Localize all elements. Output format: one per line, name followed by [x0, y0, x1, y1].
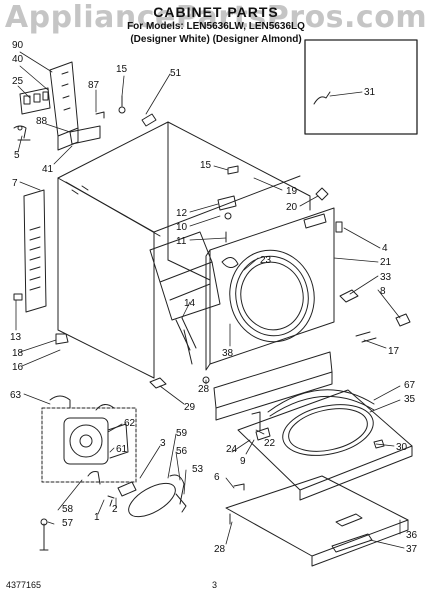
callout-21: 21 [380, 257, 392, 268]
callout-59: 59 [176, 428, 188, 439]
callout-15-mid: 15 [200, 160, 212, 171]
callout-4: 4 [382, 243, 388, 254]
callout-2: 2 [112, 504, 118, 515]
callout-16: 16 [12, 362, 24, 373]
top-cover [237, 389, 413, 501]
console-base [225, 475, 409, 567]
callout-30: 30 [396, 442, 408, 453]
callout-36: 36 [406, 530, 418, 541]
leader-lines [15, 51, 405, 549]
callout-19: 19 [286, 186, 298, 197]
model-line: For Models: LEN5636LW, LEN5636LQ [127, 21, 305, 32]
part-37-strip [331, 533, 373, 553]
callout-13: 13 [10, 332, 22, 343]
kick-panel-edge [215, 371, 333, 421]
callout-9: 9 [240, 456, 246, 467]
callout-1: 1 [94, 512, 100, 523]
front-panel [205, 207, 335, 371]
callout-67: 67 [404, 380, 416, 391]
callout-22: 22 [264, 438, 276, 449]
color-line: (Designer White) (Designer Almond) [130, 34, 302, 45]
callout-57: 57 [62, 518, 74, 529]
left-side-panel [23, 189, 47, 313]
callout-90: 90 [12, 40, 24, 51]
document-part-number: 4377165 [6, 580, 42, 590]
drive-belt-parts [39, 471, 187, 551]
callout-58: 58 [62, 504, 74, 515]
diagram-title: CABINET PARTS [153, 4, 279, 20]
callout-41: 41 [42, 164, 54, 175]
callout-20: 20 [286, 202, 298, 213]
page-number: 3 [212, 580, 218, 590]
callout-28-mid: 28 [198, 384, 210, 395]
callout-23: 23 [260, 255, 272, 266]
top-left-bracket-assembly [13, 61, 101, 151]
callout-33: 33 [380, 272, 392, 283]
callout-12: 12 [176, 208, 188, 219]
callout-10: 10 [176, 222, 188, 233]
callout-38: 38 [222, 348, 234, 359]
callout-15-top: 15 [116, 64, 128, 75]
callout-62: 62 [124, 418, 136, 429]
callout-31: 31 [364, 87, 376, 98]
callout-5: 5 [14, 150, 20, 161]
motor-inset-box [41, 407, 137, 483]
callout-29: 29 [184, 402, 196, 413]
callout-63: 63 [10, 390, 22, 401]
callout-51: 51 [170, 68, 182, 79]
callout-labels: 90 40 25 88 5 41 7 15 87 51 31 15 19 20 … [10, 40, 418, 555]
watermark-text: AppliancePartsPros.com [4, 0, 428, 35]
fasteners [13, 95, 411, 525]
callout-88: 88 [36, 116, 48, 127]
inset-box-31 [304, 39, 418, 135]
callout-8: 8 [380, 286, 386, 297]
callout-35: 35 [404, 394, 416, 405]
main-cabinet [57, 121, 311, 379]
callout-37: 37 [406, 544, 418, 555]
part-31-clip [313, 91, 331, 105]
callout-17: 17 [388, 346, 400, 357]
motor-assembly [49, 395, 129, 465]
callout-28-bottom: 28 [214, 544, 226, 555]
callout-7: 7 [12, 178, 18, 189]
callout-56: 56 [176, 446, 188, 457]
callout-25: 25 [12, 76, 24, 87]
callout-6: 6 [214, 472, 220, 483]
callout-24: 24 [226, 444, 238, 455]
callout-87: 87 [88, 80, 100, 91]
callout-18: 18 [12, 348, 24, 359]
callout-61: 61 [116, 444, 128, 455]
callout-53: 53 [192, 464, 204, 475]
callout-11: 11 [176, 236, 187, 247]
callout-40: 40 [12, 54, 24, 65]
callout-14: 14 [184, 298, 196, 309]
callout-3: 3 [160, 438, 166, 449]
lower-kick-panel [213, 351, 333, 409]
